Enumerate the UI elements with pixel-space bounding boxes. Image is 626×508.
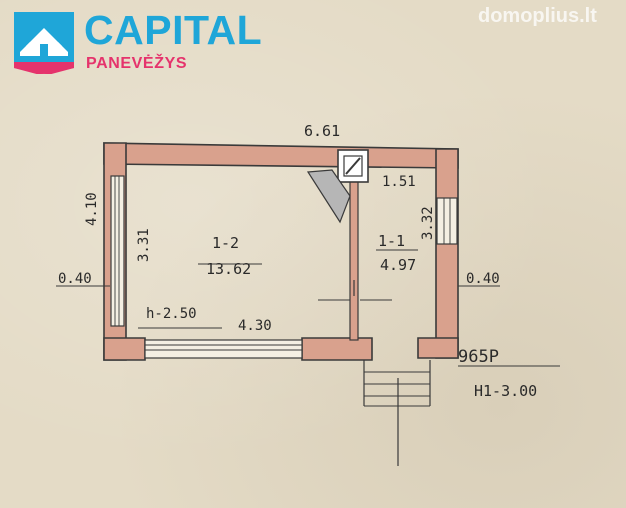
dimension-top-length: 6.61 [304,122,340,140]
right-window [436,197,458,245]
building-height: H1-3.00 [474,382,537,400]
room-id-1-1: 1-1 [378,232,405,250]
room-id-1-2: 1-2 [212,234,239,252]
bottom-window [144,339,303,359]
stove-symbol [306,169,351,224]
dimension-left-length: 4.10 [84,192,100,226]
site-watermark: domoplius.lt [478,5,597,27]
room-height: h-2.50 [146,306,197,322]
building-code: 965P [458,347,499,367]
dimension-left-opening: 0.40 [58,271,92,287]
brand-city: PANEVĖŽYS [86,55,188,72]
brand-name: CAPITAL [84,7,263,53]
dimension-inner-left: 3.31 [136,228,152,262]
chimney-symbol [337,149,369,183]
house-roof-icon [14,12,74,74]
dimension-window-length: 4.30 [238,318,272,334]
dimension-small-top: 1.51 [382,174,416,190]
left-window [110,175,125,327]
entrance-steps [363,360,431,466]
room-area-1-1: 4.97 [380,256,416,274]
room-area-1-2: 13.62 [206,260,251,278]
agency-logo: CAPITAL PANEVĖŽYS [14,7,274,76]
dimension-lines [56,249,560,367]
dimension-right-opening: 0.40 [466,271,500,287]
dimension-inner-right: 3.32 [420,206,436,240]
